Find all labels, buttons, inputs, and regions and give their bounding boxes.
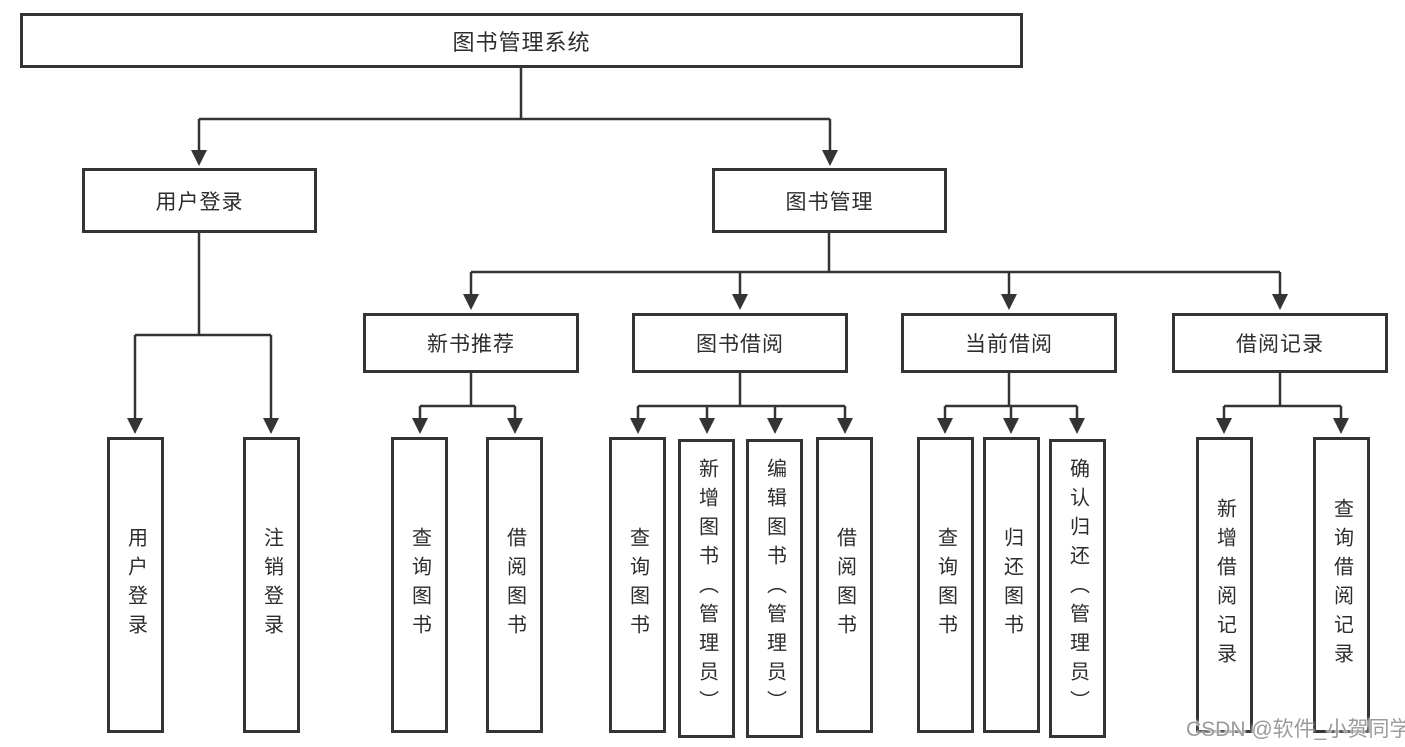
connector-current-borrow-children bbox=[937, 373, 1085, 434]
node-book-management: 图书管理 bbox=[712, 168, 947, 233]
node-user-login: 用户登录 bbox=[82, 168, 317, 233]
leaf-confirm-return-admin-label: 确认归还（管理员） bbox=[1066, 458, 1089, 719]
leaf-borrow-query-books: 查询图书 bbox=[609, 437, 666, 733]
node-book-borrow: 图书借阅 bbox=[632, 313, 848, 373]
connector-borrow-records-children bbox=[1216, 373, 1349, 434]
node-current-borrow-label: 当前借阅 bbox=[965, 333, 1053, 356]
leaf-borrow-query-books-label: 查询图书 bbox=[626, 527, 649, 643]
node-new-book-recommend: 新书推荐 bbox=[363, 313, 579, 373]
connector-book-management-sections bbox=[463, 233, 1288, 310]
leaf-recommend-borrow-books: 借阅图书 bbox=[486, 437, 543, 733]
node-new-book-recommend-label: 新书推荐 bbox=[427, 333, 515, 356]
node-root: 图书管理系统 bbox=[20, 13, 1023, 68]
leaf-query-borrow-record: 查询借阅记录 bbox=[1313, 437, 1370, 733]
leaf-query-borrow-record-label: 查询借阅记录 bbox=[1330, 498, 1353, 672]
leaf-current-query-books-label: 查询图书 bbox=[934, 527, 957, 643]
leaf-recommend-borrow-books-label: 借阅图书 bbox=[503, 527, 526, 643]
leaf-user-login: 用户登录 bbox=[107, 437, 164, 733]
leaf-add-borrow-record: 新增借阅记录 bbox=[1196, 437, 1253, 733]
watermark: CSDN @软件_小贺同学 bbox=[1186, 718, 1405, 741]
node-book-management-label: 图书管理 bbox=[785, 190, 874, 214]
leaf-current-query-books: 查询图书 bbox=[917, 437, 974, 733]
leaf-return-books: 归还图书 bbox=[983, 437, 1040, 733]
leaf-add-borrow-record-label: 新增借阅记录 bbox=[1213, 498, 1236, 672]
leaf-borrow-books: 借阅图书 bbox=[816, 437, 873, 733]
leaf-logout-label: 注销登录 bbox=[260, 527, 283, 643]
leaf-add-book-admin-label: 新增图书（管理员） bbox=[695, 458, 718, 719]
leaf-edit-book-admin: 编辑图书（管理员） bbox=[746, 439, 803, 738]
leaf-recommend-query-books-label: 查询图书 bbox=[408, 527, 431, 643]
leaf-add-book-admin: 新增图书（管理员） bbox=[678, 439, 735, 738]
node-book-borrow-label: 图书借阅 bbox=[696, 333, 784, 356]
node-current-borrow: 当前借阅 bbox=[901, 313, 1117, 373]
connector-book-borrow-children bbox=[630, 373, 853, 434]
leaf-borrow-books-label: 借阅图书 bbox=[833, 527, 856, 643]
node-user-login-label: 用户登录 bbox=[155, 190, 244, 214]
leaf-logout: 注销登录 bbox=[243, 437, 300, 733]
leaf-confirm-return-admin: 确认归还（管理员） bbox=[1049, 439, 1106, 738]
connector-user-login-children bbox=[127, 233, 279, 434]
connector-new-book-recommend-children bbox=[412, 373, 523, 434]
node-borrow-records: 借阅记录 bbox=[1172, 313, 1388, 373]
leaf-user-login-label: 用户登录 bbox=[124, 527, 147, 643]
node-borrow-records-label: 借阅记录 bbox=[1236, 333, 1324, 356]
node-root-label: 图书管理系统 bbox=[452, 29, 591, 55]
leaf-return-books-label: 归还图书 bbox=[1000, 527, 1023, 643]
connector-root-to-level2 bbox=[191, 68, 838, 166]
leaf-edit-book-admin-label: 编辑图书（管理员） bbox=[763, 458, 786, 719]
leaf-recommend-query-books: 查询图书 bbox=[391, 437, 448, 733]
